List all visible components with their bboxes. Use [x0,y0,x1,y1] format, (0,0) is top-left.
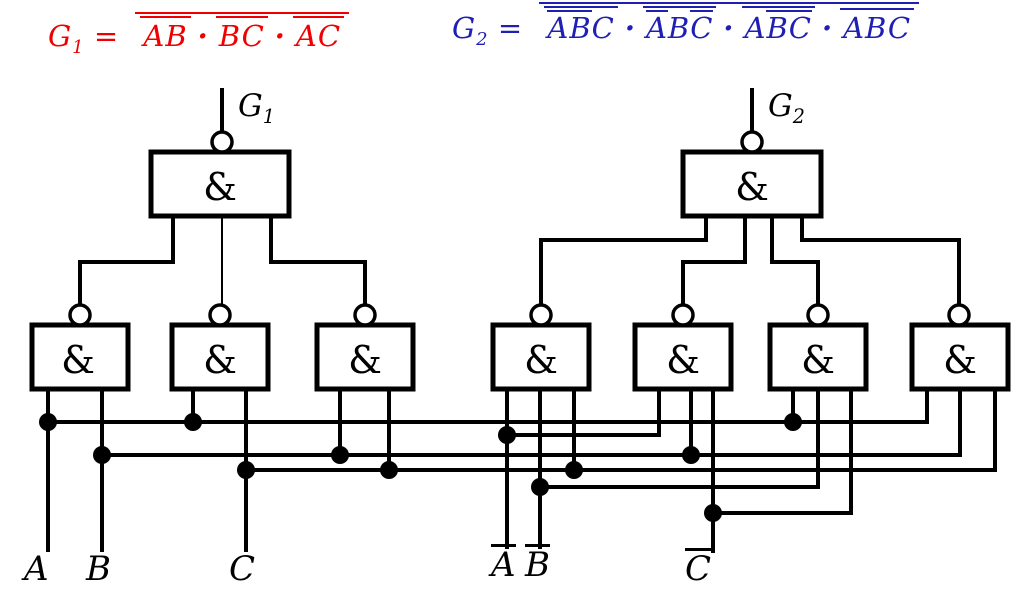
output-label-g2-base: G [768,88,793,124]
junction-dot [498,426,516,444]
junction-dot [39,413,57,431]
net-c [244,389,997,552]
inversion-bubble [210,130,234,154]
junction-dot [380,461,398,479]
junction-dot [184,413,202,431]
formula-term: ABC [840,8,915,44]
input-label-b: B [86,549,111,589]
nand-gate-na-nb-c [490,322,592,392]
junction-dot [331,446,349,464]
input-label-c: C [229,549,256,589]
wire-g1-in3 [269,216,367,306]
output-label-g1: G1 [238,88,275,128]
junction-dot [237,461,255,479]
input-label-b-bar: B [525,544,550,585]
and-symbol: & [61,338,95,382]
inversion-bubble [68,303,92,327]
formula-lhs: G1 = [48,19,130,58]
formula-term: AC [292,16,345,52]
formula-lhs: G2 = [452,11,534,50]
wire-cbar-bus [713,389,853,515]
formula-term: ABC [741,6,815,44]
gates [29,149,1011,392]
formula-term: ABC [544,6,618,44]
and-symbol: & [666,338,700,382]
net-c-bar [711,389,853,553]
junction-dots [39,413,802,522]
wire-c-bus [246,389,997,472]
inversion-bubbles [68,130,971,327]
formula-term: BC [215,16,268,52]
junction-dot [93,446,111,464]
junction-dot [531,478,549,496]
output-label-g1-sub: 1 [262,105,275,129]
input-label-a: A [24,549,49,589]
formula-g2: G2 = ABC·ABC·ABC·ABC [452,2,920,50]
inversion-bubble [529,303,553,327]
and-symbol: & [203,338,237,382]
and-symbol: & [735,165,769,209]
formula-outer-overline: AB·BC·AC [135,12,350,52]
input-label-c-bar: C [685,548,712,589]
formula-g1: G1 = AB·BC·AC [48,12,350,58]
nand-gate-g1-output [148,149,292,219]
nand-gate-ab [29,322,131,392]
inversion-bubble [671,303,695,327]
and-symbol: & [943,338,977,382]
net-b-bar [538,389,820,549]
formula-term: ABC [642,6,717,44]
wire-g2-in2 [681,216,747,306]
wire-abar-bus [507,389,661,437]
inversion-bubble [353,303,377,327]
formula-term: AB [140,16,191,52]
wire-g2-in3 [770,216,820,306]
junction-dot [784,413,802,431]
nand-gate-bc [314,322,416,392]
and-symbol: & [203,165,237,209]
junction-dot [682,446,700,464]
nand-gate-g2-output [680,149,824,219]
wire-bbar-bus [540,389,820,489]
junction-dot [704,504,722,522]
inversion-bubble [806,303,830,327]
output-label-g1-base: G [238,88,263,124]
and-symbol: & [524,338,558,382]
wire-g2-in4 [800,216,961,306]
and-symbol: & [348,338,382,382]
wire-g1-in1 [78,216,175,306]
inversion-bubble [947,303,971,327]
output-label-g2: G2 [768,88,805,128]
and-symbol: & [801,338,835,382]
nand-gate-ac [169,322,271,392]
gate-symbols: & & & & & & & & & [61,165,977,382]
wire-g2-in1 [539,216,708,306]
inversion-bubble [208,303,232,327]
formula-outer-overline: ABC·ABC·ABC·ABC [539,2,920,44]
inversion-bubble [740,130,764,154]
net-a-bar [505,389,661,549]
junction-dot [565,461,583,479]
input-label-a-bar: A [491,544,516,585]
output-label-g2-sub: 2 [792,105,805,129]
